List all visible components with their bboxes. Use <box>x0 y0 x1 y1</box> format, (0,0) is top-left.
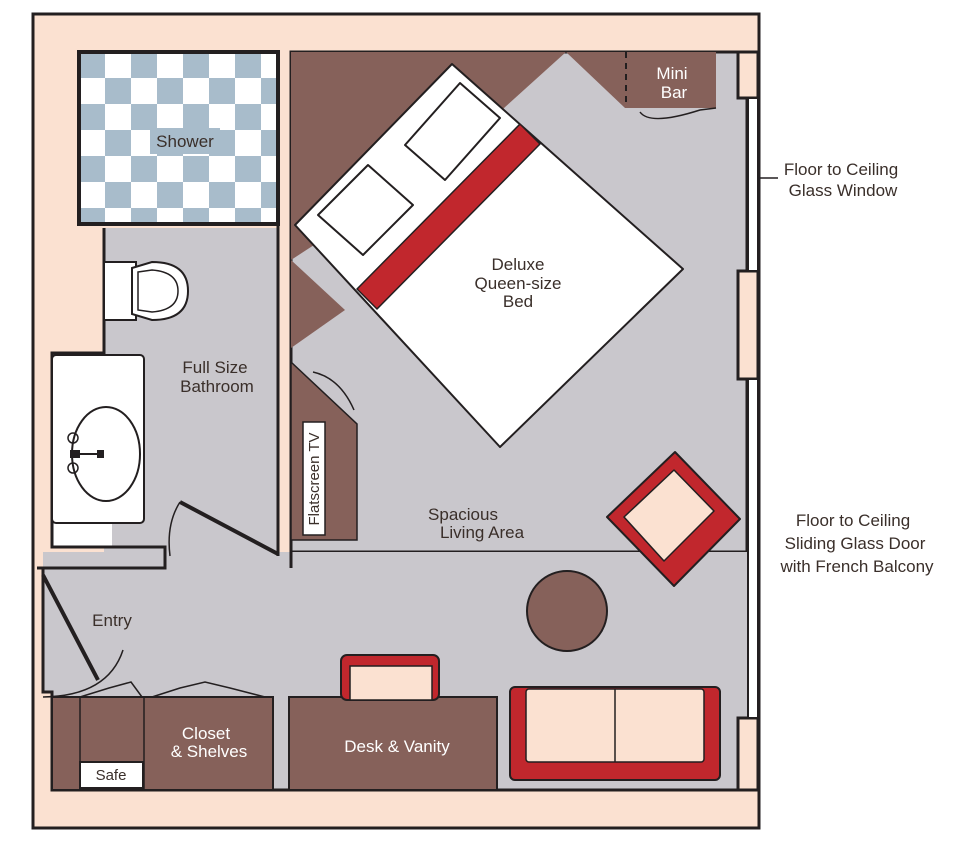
bed-label-line3: Bed <box>503 292 533 311</box>
door-callout-line1: Floor to Ceiling <box>796 511 910 530</box>
sofa[interactable] <box>509 686 721 781</box>
closet-door-left[interactable] <box>79 681 143 698</box>
tv-cabinet-door-swing <box>312 371 355 411</box>
window-recess-middle <box>736 269 760 381</box>
window-recess-bottom <box>736 716 760 792</box>
safe[interactable] <box>79 761 144 789</box>
glass-window <box>747 97 759 272</box>
sink <box>51 354 145 524</box>
door-callout-line2: Sliding Glass Door <box>785 534 926 553</box>
bed-label-line1: Deluxe <box>492 255 545 274</box>
mini-bar-label-line1: Mini <box>656 64 687 83</box>
mini-bar-door-swing <box>639 107 717 120</box>
window-recess-top <box>736 50 760 100</box>
living-area-label-line1: Spacious <box>428 505 498 524</box>
sliding-glass-door <box>747 378 759 719</box>
closet-label-line2: & Shelves <box>171 742 248 761</box>
bathroom-door[interactable] <box>168 500 279 557</box>
window-callout-line2: Glass Window <box>789 181 898 200</box>
bed-label-line2: Queen-size <box>475 274 562 293</box>
pillow-right <box>404 82 501 181</box>
entry-wall-outline <box>41 568 747 792</box>
pillow-left <box>317 164 414 256</box>
desk-chair[interactable] <box>340 654 440 701</box>
closet-label-line1: Closet <box>182 724 230 743</box>
bathroom-label-line2: Bathroom <box>180 377 254 396</box>
door-callout-line3: with French Balcony <box>779 557 934 576</box>
desk-vanity <box>288 696 498 791</box>
closet-door-right[interactable] <box>151 681 266 698</box>
shower-label: Shower <box>156 132 214 151</box>
desk-vanity-label: Desk & Vanity <box>344 737 450 756</box>
mini-bar-label-line2: Bar <box>661 83 688 102</box>
bathroom-label-line1: Full Size <box>182 358 247 377</box>
shower-label-bg <box>150 128 220 154</box>
entry-label: Entry <box>92 611 132 630</box>
tv-label-box <box>302 421 326 536</box>
safe-label: Safe <box>96 767 127 784</box>
nightstand-left <box>291 260 345 348</box>
bathroom-wall-outline <box>37 228 167 570</box>
toilet <box>103 260 190 322</box>
round-table[interactable] <box>526 570 608 652</box>
living-area-label-line2: Living Area <box>440 523 525 542</box>
armchair[interactable] <box>606 451 741 587</box>
window-callout-line1: Floor to Ceiling <box>784 160 898 179</box>
mini-bar <box>566 52 716 108</box>
bed[interactable] <box>294 63 684 448</box>
tv-label: Flatscreen TV <box>306 432 323 525</box>
